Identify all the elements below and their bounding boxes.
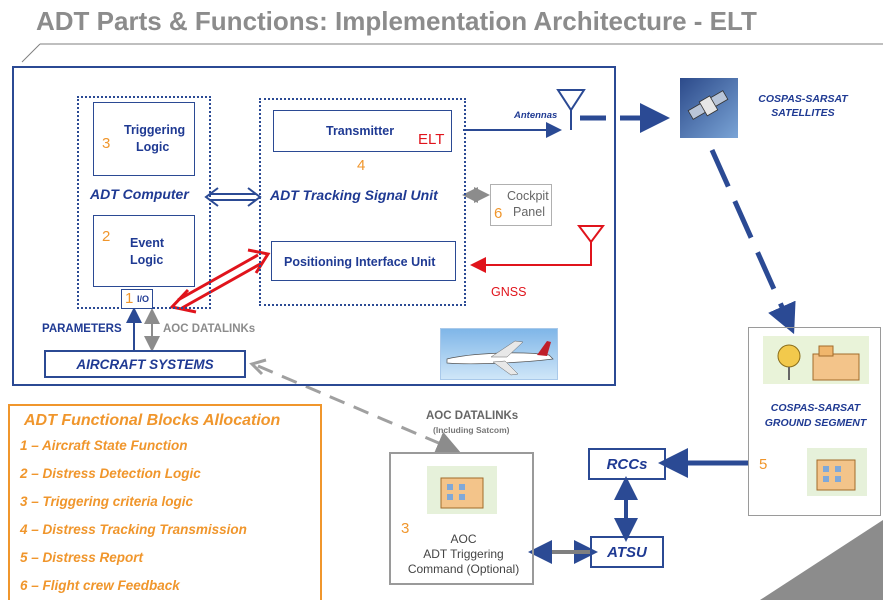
aoc-datalink-dashed-arrow — [257, 364, 461, 454]
antenna-icon — [556, 89, 586, 130]
rccs-box: RCCs — [588, 448, 666, 480]
satellite-to-ground-arrow — [709, 148, 796, 335]
aircraft-systems-box: AIRCRAFT SYSTEMS — [44, 350, 246, 378]
io-num: 1 — [125, 290, 134, 307]
legend-item: 1 – Aircraft State Function — [20, 438, 188, 453]
cockpit-num: 6 — [494, 205, 503, 222]
io-positioning-link — [177, 253, 263, 310]
cockpit-panel-box: 6 Cockpit Panel — [490, 184, 552, 226]
aoc-label-2: ADT Triggering — [423, 547, 504, 561]
tracking-unit-box — [259, 98, 466, 306]
ground-label-1: COSPAS-SARSAT — [770, 402, 861, 414]
adt-computer-label: ADT Computer — [90, 186, 189, 202]
positioning-box: Positioning Interface Unit — [271, 241, 456, 281]
triggering-label-2: Logic — [136, 140, 170, 154]
aoc-datalink-head — [249, 358, 267, 376]
aoc-box: 3 AOC ADT Triggering Command (Optional) — [389, 452, 534, 585]
including-satcom-label: (Including Satcom) — [433, 425, 510, 435]
legend-box: ADT Functional Blocks Allocation 1 – Air… — [8, 404, 322, 600]
triggering-label-1: Triggering — [124, 123, 186, 137]
ground-segment-box: COSPAS-SARSAT GROUND SEGMENT 5 — [748, 327, 881, 516]
triggering-num: 3 — [102, 135, 111, 152]
legend-item: 4 – Distress Tracking Transmission — [20, 522, 247, 537]
rccs-label: RCCs — [606, 456, 648, 473]
aircraft-systems-label: AIRCRAFT SYSTEMS — [76, 357, 214, 372]
corner-decoration — [760, 520, 883, 600]
antennas-label: Antennas — [514, 110, 558, 121]
gnss-label: GNSS — [491, 285, 527, 299]
event-num: 2 — [102, 228, 111, 245]
tracking-num: 4 — [357, 157, 366, 174]
aircraft-icon — [440, 328, 558, 380]
cockpit-label-2: Panel — [513, 205, 545, 219]
atsu-box: ATSU — [590, 536, 664, 568]
event-logic-box: 2 Event Logic — [93, 215, 195, 287]
satellites-label-2: SATELLITES — [771, 107, 835, 119]
aoc-label-3: Command (Optional) — [407, 562, 520, 576]
event-label-1: Event — [130, 236, 165, 250]
parameters-label: PARAMETERS — [42, 323, 122, 335]
atsu-label: ATSU — [607, 544, 647, 561]
computer-tracking-left-head — [204, 187, 219, 207]
aoc-label-1: AOC — [450, 532, 477, 546]
satellite-icon — [680, 78, 738, 138]
aoc-datalinks-outer-label: AOC DATALINKs — [426, 410, 519, 422]
aoc-building-icon — [427, 466, 497, 514]
ground-station-icon — [763, 336, 869, 384]
ground-num: 5 — [759, 456, 768, 473]
positioning-label: Positioning Interface Unit — [284, 255, 436, 269]
legend-title: ADT Functional Blocks Allocation — [24, 412, 281, 429]
legend-item: 6 – Flight crew Feedback — [20, 578, 180, 593]
cockpit-label-1: Cockpit — [507, 189, 549, 203]
elt-label: ELT — [418, 131, 445, 148]
gnss-arrow — [470, 240, 592, 273]
aircraft-container — [12, 66, 616, 386]
computer-tracking-link — [210, 193, 256, 201]
ground-label-2: GROUND SEGMENT — [764, 417, 867, 429]
transmitter-box: Transmitter ELT — [273, 110, 452, 152]
transmitter-label: Transmitter — [326, 124, 395, 138]
satellites-label-1: COSPAS-SARSAT — [758, 93, 848, 105]
event-label-2: Logic — [130, 253, 164, 267]
aoc-num: 3 — [401, 520, 410, 537]
legend-item: 3 – Triggering criteria logic — [20, 494, 194, 509]
io-box: 1 I/O — [121, 289, 153, 309]
building-icon — [807, 448, 867, 496]
legend-item: 2 – Distress Detection Logic — [20, 466, 201, 481]
title-slash — [21, 43, 41, 63]
tracking-unit-label: ADT Tracking Signal Unit — [270, 187, 438, 203]
io-label: I/O — [137, 294, 150, 304]
legend-item: 5 – Distress Report — [20, 550, 144, 565]
page-title: ADT Parts & Functions: Implementation Ar… — [36, 6, 757, 36]
triggering-logic-box: 3 Triggering Logic — [93, 102, 195, 176]
gnss-antenna-icon — [577, 225, 605, 244]
aoc-datalinks-inner-label: AOC DATALINKs — [163, 323, 256, 335]
